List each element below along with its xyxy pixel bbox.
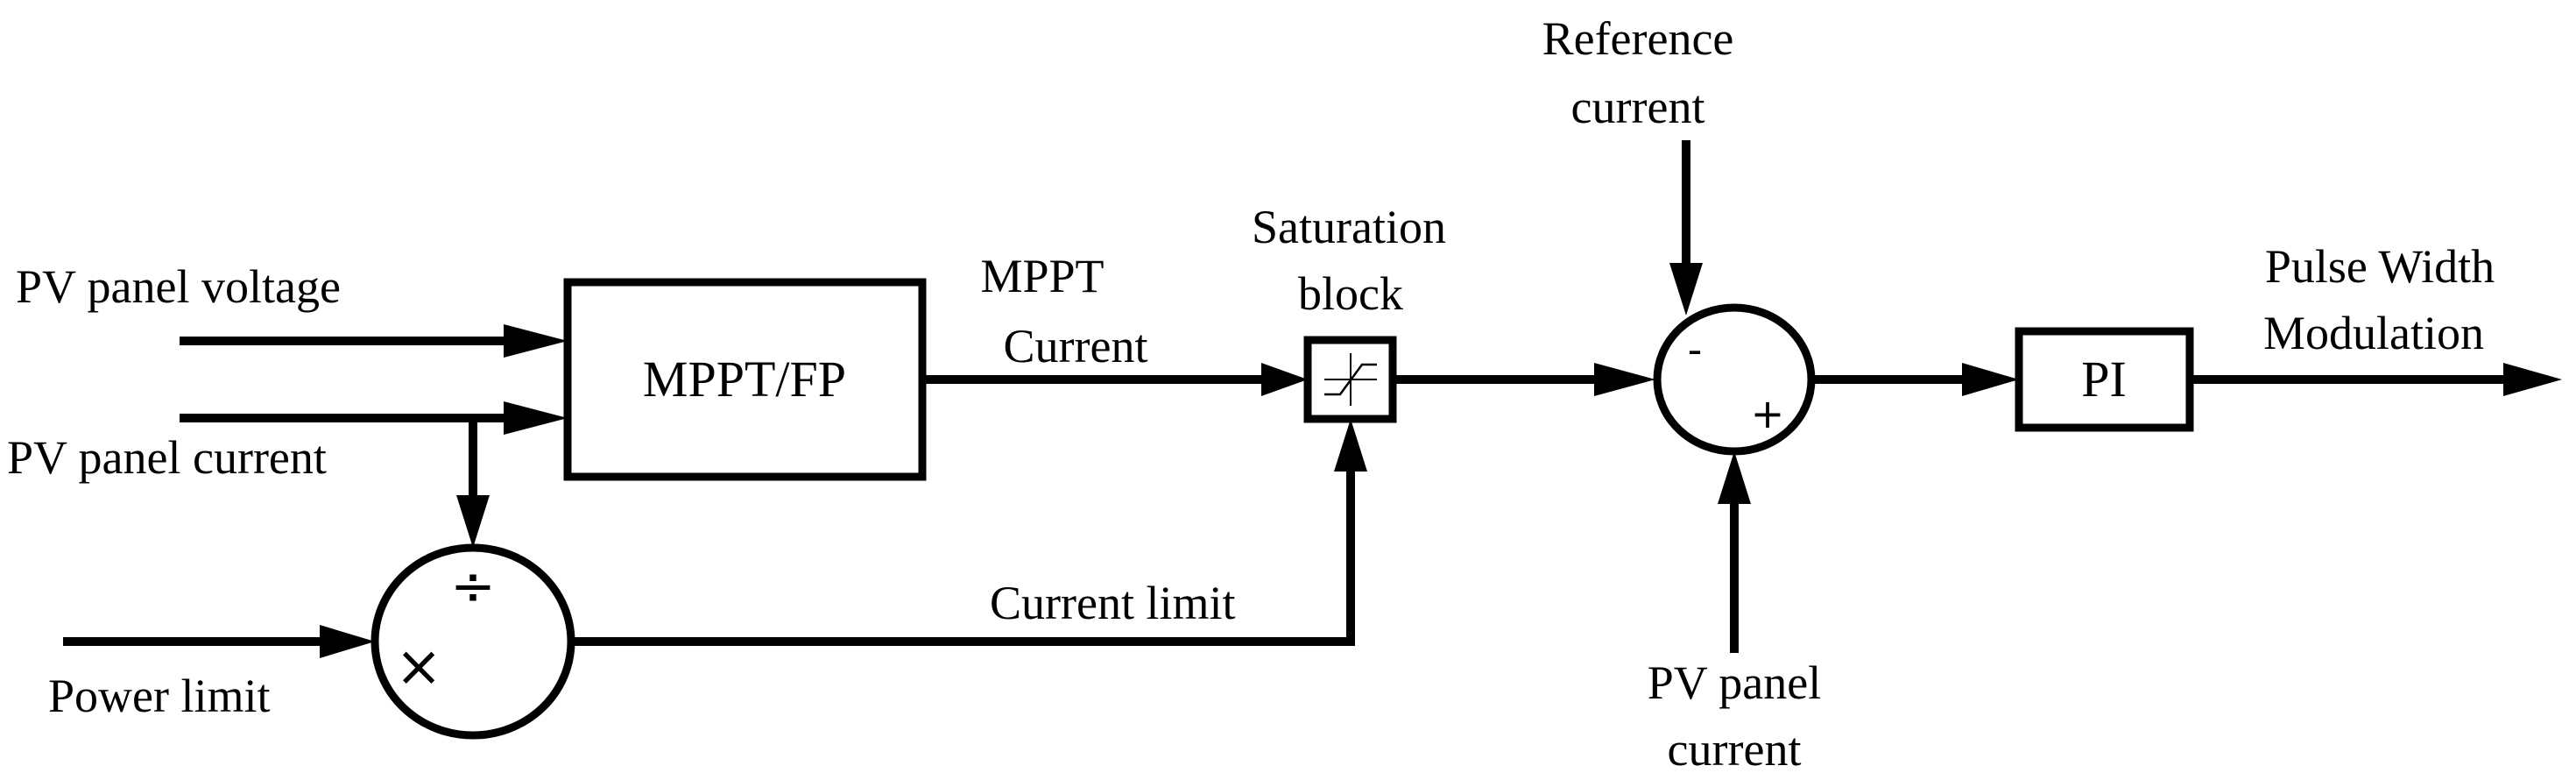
label-reference-2: current [1571,81,1705,133]
arrowhead-mppt-current [1261,363,1308,396]
mppt-fp-block [563,278,927,481]
arrowhead-saturation-out [1594,363,1655,396]
arrowhead-to-pi [1962,363,2019,396]
label-pv-panel-current: PV panel current [7,431,327,484]
label-pv-current-bottom-1: PV panel [1648,656,1822,709]
minus-sign: - [1688,326,1703,373]
arrowhead-branch-to-divider [456,495,490,548]
label-power-limit: Power limit [48,670,271,722]
arrowhead-pv-voltage [504,324,568,358]
pi-block [2015,327,2194,432]
plus-sign: + [1751,390,1785,437]
label-mppt-current-2: Current [1004,320,1148,372]
label-saturation-1: Saturation [1252,201,1446,253]
arrowhead-current-limit [1334,419,1367,472]
saturation-characteristic-icon [1324,353,1377,406]
label-pv-panel-voltage: PV panel voltage [16,260,341,313]
label-saturation-2: block [1298,267,1403,320]
divide-sign: ÷ [450,554,496,618]
arrowhead-reference-current [1669,263,1703,316]
arrowhead-pv-current-bottom [1718,451,1751,504]
label-output-2: Modulation [2263,307,2484,359]
label-current-limit: Current limit [990,577,1235,629]
summing-junction [1653,303,1816,456]
label-pv-current-bottom-2: current [1668,723,1802,776]
mppt-fp-block-label: MPPT/FP [643,351,846,408]
multiply-sign: × [395,635,442,699]
label-mppt-current-1: MPPT [980,250,1104,302]
pi-block-label: PI [2081,351,2127,408]
arrowhead-pv-current [504,401,568,435]
line-current-limit [571,472,1355,646]
label-output-1: Pulse Width [2265,240,2495,293]
label-reference-1: Reference [1542,12,1734,65]
arrowhead-output [2503,363,2562,396]
arrowhead-power-limit [320,625,375,658]
